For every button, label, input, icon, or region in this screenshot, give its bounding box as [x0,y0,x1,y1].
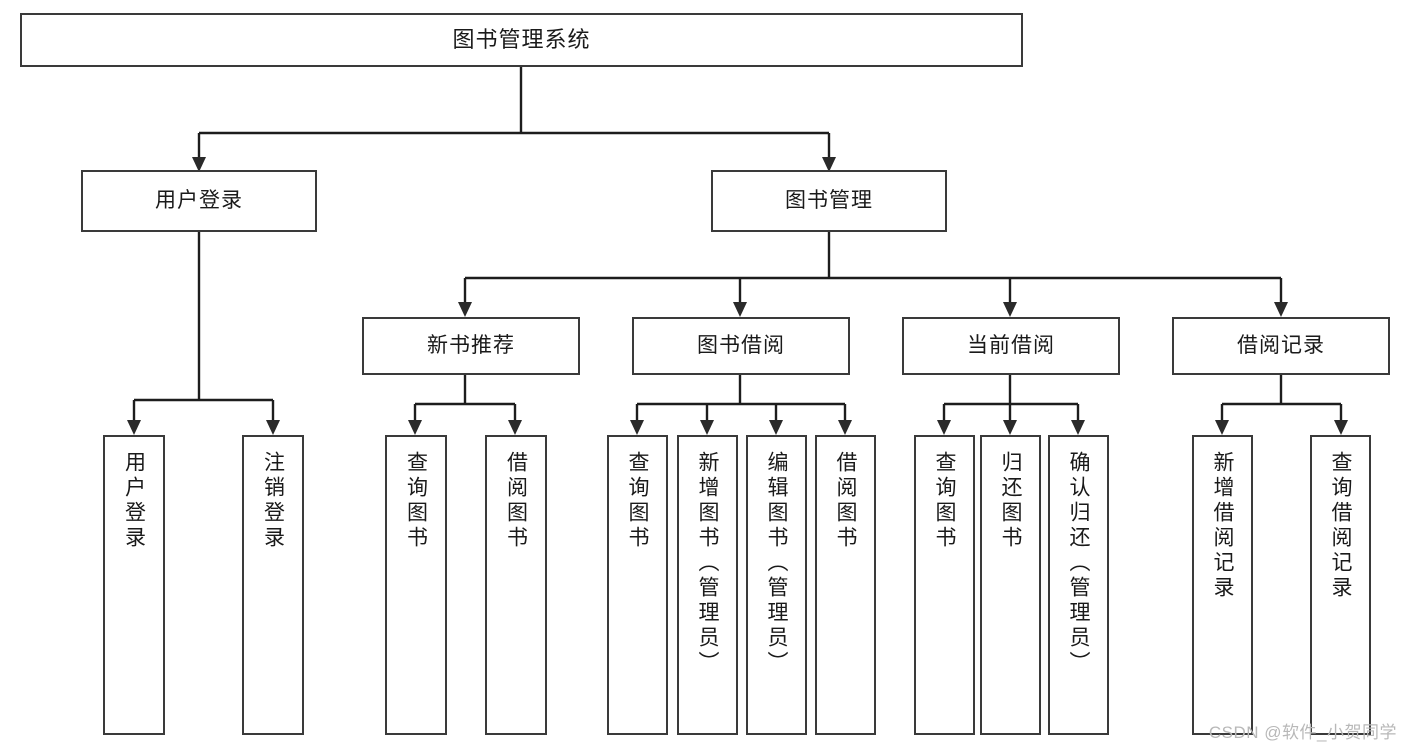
node-book-management-label: 图书管理 [785,188,873,212]
arrow-leaf-user-login [127,420,141,435]
watermark-text: CSDN @软件_小贺同学 [1208,723,1397,742]
node-leaf-borrow-book-1[interactable]: 借阅图书 [485,435,547,735]
arrow-curborrow-l2 [1003,420,1017,435]
node-leaf-user-login[interactable]: 用户登录 [103,435,165,735]
node-leaf-borrow-book-2[interactable]: 借阅图书 [815,435,876,735]
node-leaf-return-book-label: 归还图书 [999,451,1022,551]
node-leaf-edit-book-admin[interactable]: 编辑图书（管理员） [746,435,807,735]
arrow-borrowrec [1274,302,1288,317]
arrow-bookborrow-l3 [769,420,783,435]
node-leaf-query-borrow-record[interactable]: 查询借阅记录 [1310,435,1371,735]
node-leaf-query-borrow-record-label: 查询借阅记录 [1329,451,1352,601]
node-leaf-add-borrow-record-label: 新增借阅记录 [1211,451,1234,601]
node-leaf-edit-book-admin-label: 编辑图书（管理员） [765,451,788,676]
node-borrow-record-label: 借阅记录 [1237,333,1325,357]
node-leaf-borrow-book-2-label: 借阅图书 [834,451,857,551]
node-leaf-add-borrow-record[interactable]: 新增借阅记录 [1192,435,1253,735]
arrow-newbook-l2 [508,420,522,435]
node-user-login[interactable]: 用户登录 [81,170,317,232]
arrow-borrowrec-l1 [1215,420,1229,435]
node-leaf-query-book-2[interactable]: 查询图书 [607,435,668,735]
node-leaf-query-book-1-label: 查询图书 [404,451,428,551]
arrow-bookborrow-l2 [700,420,714,435]
arrow-bookborrow-l4 [838,420,852,435]
node-book-management[interactable]: 图书管理 [711,170,947,232]
node-current-borrow[interactable]: 当前借阅 [902,317,1120,375]
node-current-borrow-label: 当前借阅 [967,333,1055,357]
node-borrow-record[interactable]: 借阅记录 [1172,317,1390,375]
arrow-leaf-logout [266,420,280,435]
node-leaf-borrow-book-1-label: 借阅图书 [504,451,528,551]
node-leaf-logout-login[interactable]: 注销登录 [242,435,304,735]
arrow-newbook-l1 [408,420,422,435]
arrow-bookborrow-l1 [630,420,644,435]
node-root-label: 图书管理系统 [452,27,591,53]
node-leaf-confirm-return-admin-label: 确认归还（管理员） [1067,451,1090,676]
node-leaf-query-book-3-label: 查询图书 [933,451,956,551]
node-leaf-query-book-3[interactable]: 查询图书 [914,435,975,735]
arrow-newbook [458,302,472,317]
node-leaf-query-book-2-label: 查询图书 [626,451,649,551]
node-new-book-recommend-label: 新书推荐 [427,333,515,357]
node-leaf-return-book[interactable]: 归还图书 [980,435,1041,735]
arrow-curborrow-l1 [937,420,951,435]
node-user-login-label: 用户登录 [155,188,243,212]
arrow-curborrow [1003,302,1017,317]
arrow-bookborrow [733,302,747,317]
arrow-curborrow-l3 [1071,420,1085,435]
node-book-borrow-label: 图书借阅 [697,333,785,357]
node-leaf-logout-login-label: 注销登录 [261,451,285,551]
node-leaf-add-book-admin[interactable]: 新增图书（管理员） [677,435,738,735]
node-leaf-query-book-1[interactable]: 查询图书 [385,435,447,735]
node-root[interactable]: 图书管理系统 [20,13,1023,67]
node-book-borrow[interactable]: 图书借阅 [632,317,850,375]
node-leaf-confirm-return-admin[interactable]: 确认归还（管理员） [1048,435,1109,735]
node-leaf-add-book-admin-label: 新增图书（管理员） [696,451,719,676]
node-leaf-user-login-label: 用户登录 [122,451,146,551]
arrow-borrowrec-l2 [1334,420,1348,435]
node-new-book-recommend[interactable]: 新书推荐 [362,317,580,375]
